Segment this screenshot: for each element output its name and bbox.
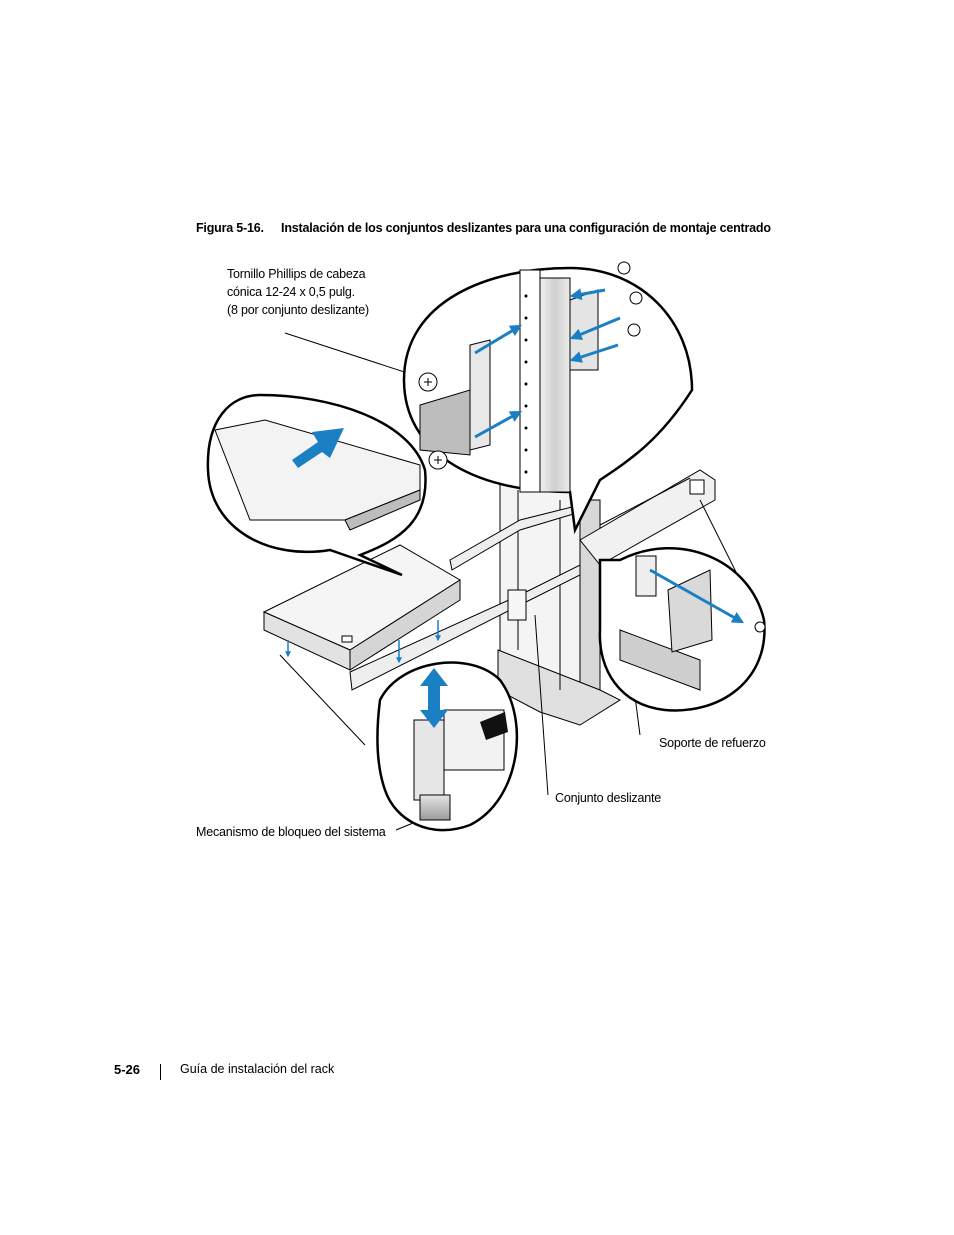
- detail-screw-circle: [402, 261, 694, 535]
- server-chassis: [262, 544, 461, 671]
- detail-slide-circle: [206, 393, 427, 577]
- rear-rail: [579, 469, 716, 566]
- footer-doc-title: Guía de instalación del rack: [180, 1062, 335, 1076]
- figure-title: Instalación de los conjuntos deslizantes…: [281, 221, 771, 235]
- bracket-callout: Soporte de refuerzo: [659, 736, 766, 750]
- figure-number: Figura 5-16.: [196, 221, 264, 235]
- detail-bracket-circle: [598, 546, 766, 712]
- figure-caption: Figura 5-16. Instalación de los conjunto…: [196, 221, 771, 235]
- screw-callout-line-2: cónica 12-24 x 0,5 pulg.: [227, 285, 355, 299]
- slide-assembly-callout: Conjunto deslizante: [555, 791, 661, 805]
- screw-callout-line-1: Tornillo Phillips de cabeza: [227, 267, 366, 281]
- footer-divider: [160, 1064, 161, 1080]
- page-number: 5-26: [114, 1062, 141, 1077]
- detail-lock-circle: [376, 661, 519, 832]
- install-arrows: [285, 620, 441, 664]
- lock-mechanism-callout: Mecanismo de bloqueo del sistema: [196, 825, 386, 839]
- screw-callout: Tornillo Phillips de cabeza cónica 12-24…: [227, 265, 369, 319]
- screw-callout-line-3: (8 por conjunto deslizante): [227, 303, 369, 317]
- slide-rail: [349, 504, 581, 691]
